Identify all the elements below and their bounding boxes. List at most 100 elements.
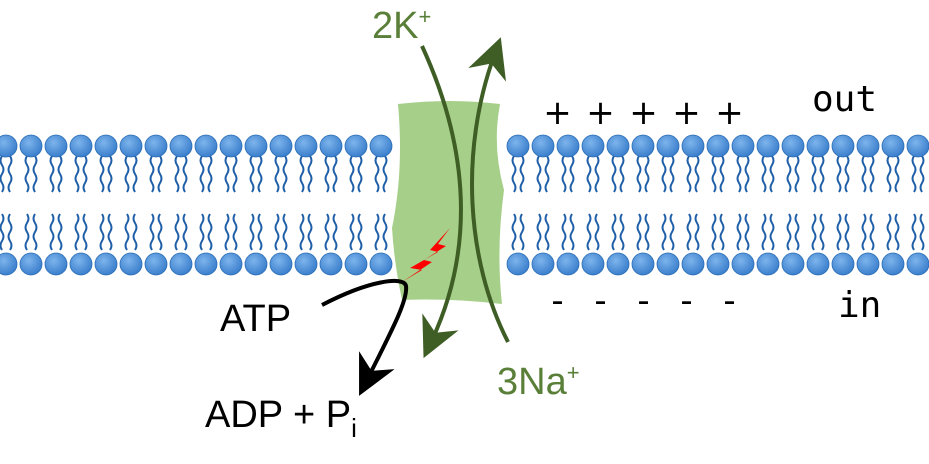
lipid-tail — [207, 155, 213, 193]
lipid-head — [169, 252, 193, 276]
lipid-tail — [307, 213, 313, 251]
lipid-tail — [357, 155, 363, 193]
lipid-tail — [74, 155, 80, 193]
lipid-tail — [332, 213, 338, 251]
lipid-tail — [611, 213, 617, 251]
lipid-tail — [57, 213, 63, 251]
lipid-tail — [49, 155, 55, 193]
lipid-head — [706, 252, 730, 276]
positive-charge: + — [629, 93, 658, 133]
lipid-tail — [282, 213, 288, 251]
lipid-head — [194, 252, 218, 276]
lipid-head — [219, 252, 243, 276]
lipid-tail — [811, 155, 817, 193]
lipid-tail — [0, 155, 5, 193]
lipid-tail — [182, 155, 188, 193]
lipid-tail — [511, 213, 517, 251]
lipid-head — [631, 252, 655, 276]
lipid-tail — [307, 155, 313, 193]
lipid-tail — [586, 213, 592, 251]
lipid-head — [806, 134, 830, 158]
lipid-tail — [736, 155, 742, 193]
lipid-tail — [544, 213, 550, 251]
negative-charge: - — [551, 281, 564, 321]
positive-charge: + — [715, 93, 744, 133]
lipid-tail — [382, 155, 388, 193]
lipid-tail — [794, 155, 800, 193]
lipid-tail — [124, 155, 130, 193]
lipid-head — [556, 252, 580, 276]
lipid-tail — [149, 155, 155, 193]
lipid-tail — [619, 213, 625, 251]
lipid-tail — [519, 213, 525, 251]
inside-negative-charges: ----- — [536, 284, 751, 318]
lipid-tail — [224, 155, 230, 193]
lipid-tail — [661, 155, 667, 193]
lipid-tail — [761, 213, 767, 251]
energy-lightning-icon — [402, 228, 450, 282]
lipid-head — [731, 134, 755, 158]
lipid-tail — [869, 213, 875, 251]
lipid-tail — [157, 213, 163, 251]
lipid-head — [169, 134, 193, 158]
sodium-outflow-arrow — [468, 37, 510, 343]
lipid-tail — [711, 155, 717, 193]
lipid-tail — [836, 213, 842, 251]
lipid-head — [756, 252, 780, 276]
lipid-tail — [861, 213, 867, 251]
lipid-tail — [544, 155, 550, 193]
lipid-tail — [349, 155, 355, 193]
lipid-head — [0, 134, 18, 158]
sodium-charge-superscript: + — [566, 360, 580, 385]
lipid-tail — [57, 155, 63, 193]
lipid-tail — [149, 213, 155, 251]
lipid-tail — [911, 213, 917, 251]
lipid-tail — [869, 155, 875, 193]
atp-label: ATP — [220, 298, 292, 340]
lipid-tail — [861, 155, 867, 193]
potassium-ion-label: 2K+ — [372, 6, 431, 46]
inside-label: in — [838, 285, 882, 326]
lipid-head — [269, 252, 293, 276]
negative-charge: - — [637, 281, 650, 321]
lipid-tail — [82, 155, 88, 193]
lipid-head — [369, 252, 393, 276]
lipid-tail — [24, 155, 30, 193]
lipid-tail — [274, 213, 280, 251]
lipid-tail — [519, 155, 525, 193]
lipid-tail — [886, 155, 892, 193]
lipid-tail — [7, 155, 13, 193]
sodium-potassium-pump-protein — [392, 101, 504, 304]
lipid-head — [119, 134, 143, 158]
lipid-head — [581, 252, 605, 276]
lipid-tail — [132, 155, 138, 193]
lipid-tail — [536, 213, 542, 251]
lipid-tail — [282, 155, 288, 193]
lipid-tail — [569, 155, 575, 193]
lipid-head — [606, 252, 630, 276]
lipid-head — [194, 134, 218, 158]
lipid-tail — [894, 155, 900, 193]
lipid-tail — [32, 155, 38, 193]
lipid-tail — [611, 155, 617, 193]
lipid-head — [706, 134, 730, 158]
outside-label: out — [812, 79, 878, 120]
lipid-tail — [0, 213, 5, 251]
lipid-head — [506, 134, 530, 158]
lipid-tail — [661, 213, 667, 251]
lipid-tail — [99, 213, 105, 251]
lipid-tail — [894, 213, 900, 251]
lipid-head — [556, 134, 580, 158]
lipid-tail — [911, 155, 917, 193]
lipid-head — [631, 134, 655, 158]
lipid-tail — [249, 155, 255, 193]
lipid-tail — [819, 213, 825, 251]
lipid-head — [906, 134, 929, 158]
lipid-head — [681, 134, 705, 158]
lipid-tail — [636, 213, 642, 251]
lipid-tail — [32, 213, 38, 251]
atp-hydrolysis-arrow — [321, 278, 409, 396]
lipid-tail — [636, 155, 642, 193]
